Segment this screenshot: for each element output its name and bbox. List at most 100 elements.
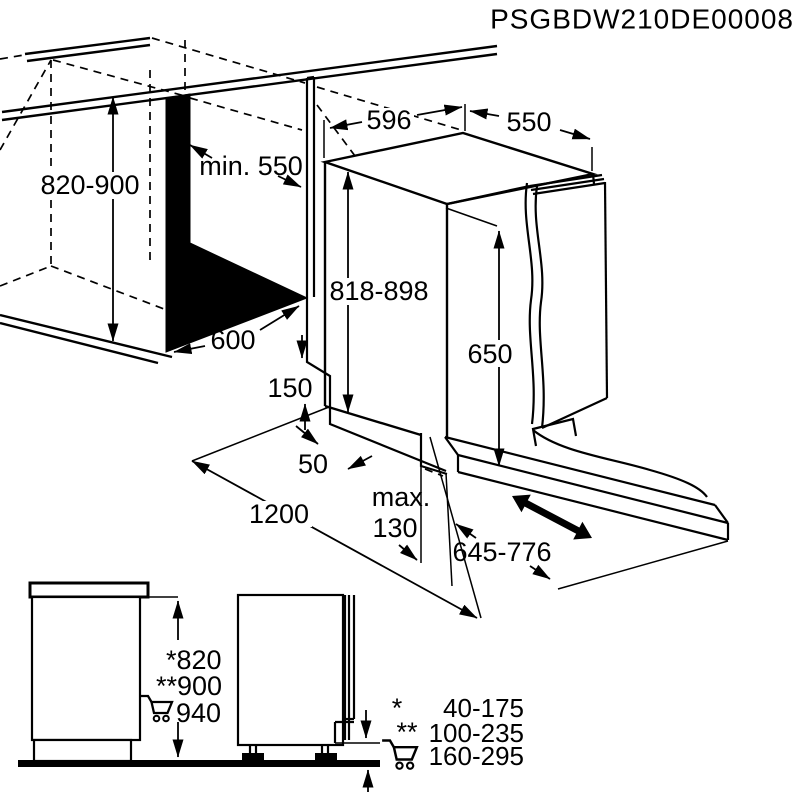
- front-clearance-label: 1200: [249, 499, 309, 529]
- dim-arrow-appliance-width-b: [416, 104, 463, 116]
- height-option-cart-label: 940: [176, 698, 221, 728]
- legend-value-star: 40-175: [443, 693, 524, 723]
- cabinet-body: [30, 595, 142, 742]
- dim-arrow-niche-width-b: [259, 305, 300, 331]
- counter-dashed-back-left: [0, 54, 25, 60]
- floor-panel-left-end: [444, 436, 459, 456]
- floor-line: [18, 760, 380, 767]
- side-clearance-label: 50: [298, 449, 328, 479]
- dimension-appliance-height: 818-898: [328, 171, 430, 413]
- niche-right-wall-top: [306, 75, 315, 80]
- floor-panel-front-bottom-edge: [457, 470, 729, 542]
- plinth-depth-max-value: 130: [372, 513, 417, 543]
- panel-continuation-curve: [532, 429, 708, 498]
- plinth-depth-max-word: max.: [372, 482, 431, 512]
- dimension-appliance-width: 596: [329, 104, 463, 135]
- cart-icon: [382, 739, 419, 770]
- ext-645-right: [557, 540, 729, 590]
- legend-value-cart: 160-295: [429, 741, 524, 771]
- cart-icon: [141, 694, 174, 723]
- dimension-panel-range: 645-776: [452, 523, 552, 580]
- door-height-label: 650: [467, 339, 512, 369]
- door-panel-break-wave-1: [524, 182, 535, 425]
- legend-marker-star: *: [392, 693, 403, 723]
- side-view-dishwasher: [236, 593, 380, 792]
- dim-line-front-clearance: [191, 460, 478, 619]
- counter-front-edge-outer: [1, 44, 498, 114]
- ext-645-left: [445, 472, 453, 587]
- legend-value-double-star: 100-235: [429, 718, 524, 748]
- counter-back-edge-inner: [26, 43, 151, 63]
- plinth-height-label: 150: [267, 373, 312, 403]
- niche-height-label: 820-900: [40, 170, 139, 200]
- dishwasher-right-corner-sliver: [591, 173, 596, 185]
- niche-dashed-alignment: [316, 104, 359, 161]
- counter-dashed-long-diagonal-a: [151, 37, 306, 84]
- niche-width-label: 600: [210, 325, 255, 355]
- label-mask: [364, 108, 414, 134]
- counter-front-edge-inner: [1, 52, 498, 122]
- height-option-double-star-label: **900: [156, 671, 222, 701]
- dim-arrow-side-clearance-b: [347, 455, 373, 470]
- floor-panel-right-end-top: [714, 504, 729, 524]
- dim-arrow-niche-depth-a: [189, 144, 213, 159]
- dimension-plinth-height: 150: [267, 335, 313, 430]
- door-panel-foot-outline: [333, 720, 354, 743]
- niche-dashed-back-edge: [189, 97, 303, 131]
- height-option-star-label: *820: [166, 645, 222, 675]
- label-mask: [467, 340, 513, 367]
- dimension-appliance-depth: 550: [469, 107, 591, 140]
- counter-dashed-floor-left: [0, 265, 52, 287]
- panel-range-label: 645-776: [452, 537, 551, 567]
- dimension-niche-depth: min. 550: [189, 144, 303, 188]
- dim-arrow-side-clearance-a: [295, 425, 319, 445]
- dimension-plinth-depth-max: max. 130: [372, 482, 431, 561]
- dishwasher-bottom-edge: [324, 404, 422, 437]
- foot-pad-left: [242, 753, 264, 760]
- cabinet-base-edge-inner: [0, 321, 159, 365]
- slide-double-arrow-icon: [512, 494, 592, 540]
- drawing-title: PSGBDW210DE00008: [490, 4, 794, 35]
- dimension-niche-height: 820-900: [31, 96, 149, 342]
- side-view-cabinet: *820 **900 940: [28, 581, 222, 763]
- dim-arrow-appliance-depth-b: [559, 128, 591, 140]
- dimension-side-clearance: 50: [295, 425, 373, 479]
- appliance-height-label: 818-898: [329, 276, 428, 306]
- dishwasher-top-face: [320, 131, 598, 206]
- dim-arrow-appliance-width-a: [329, 119, 363, 131]
- dim-arrow-panel-range-a: [455, 523, 477, 539]
- dimension-niche-width: 600: [173, 305, 300, 355]
- ext-floor-right: [429, 436, 482, 619]
- door-panel-top-edge-1: [529, 173, 603, 188]
- cabinet-plinth: [32, 738, 133, 763]
- dim-arrow-niche-depth-b: [277, 174, 302, 188]
- door-panel-top-edge-3: [532, 181, 606, 196]
- counter-niche-group: [0, 36, 498, 473]
- niche-shadow-panel: [165, 93, 309, 353]
- dishwasher-group: [320, 131, 708, 498]
- label-mask: [328, 278, 430, 305]
- door-panel-break-wave-2: [534, 185, 545, 429]
- cabinet-worktop: [28, 581, 150, 599]
- dim-arrow-panel-range-b: [529, 564, 551, 580]
- floor-panel-group: [444, 435, 730, 542]
- door-panel-right-edge: [603, 181, 609, 399]
- counter-dashed-corner: [0, 59, 52, 151]
- ext-650-bracket: [445, 207, 498, 227]
- foot-pad-right: [315, 753, 337, 760]
- dimension-door-height: 650: [467, 230, 513, 467]
- appliance-depth-label: 550: [506, 107, 551, 137]
- plinth-step-profile: [305, 300, 447, 473]
- dim-arrow-niche-width-a: [173, 343, 206, 355]
- dim-arrow-plinth-depth: [398, 544, 418, 561]
- label-mask: [246, 501, 312, 527]
- label-mask: [31, 172, 149, 199]
- dimension-front-clearance: 1200: [191, 460, 478, 619]
- door-panel-top-edge-2: [530, 177, 605, 192]
- door-panel-bracket: [531, 417, 578, 447]
- dim-arrow-appliance-depth-a: [469, 108, 500, 120]
- niche-depth-label: min. 550: [199, 151, 303, 181]
- floor-panel-back-edge: [444, 435, 716, 507]
